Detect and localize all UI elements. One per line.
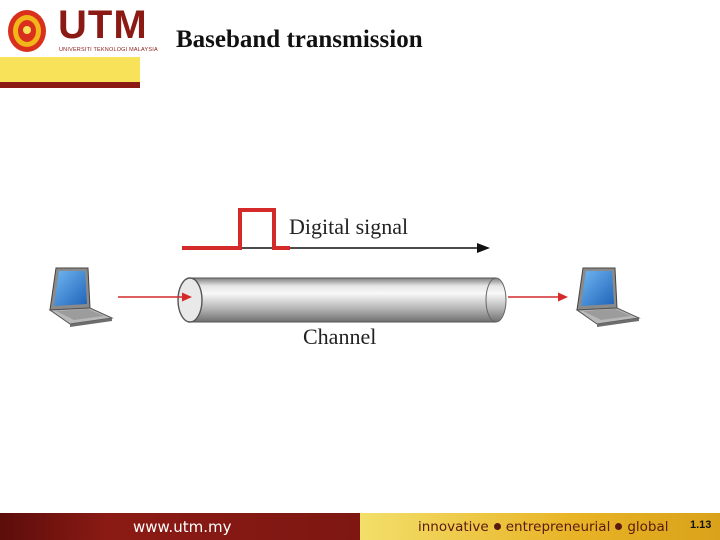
sender-laptop-icon <box>48 267 114 327</box>
footer-tagline: innovative entrepreneurial global <box>418 519 669 535</box>
utm-logo: UTM UNIVERSITI TEKNOLOGI MALAYSIA <box>4 4 158 56</box>
footer-left-band: www.utm.my <box>0 513 360 540</box>
digital-pulse <box>182 208 290 250</box>
tagline-dot <box>493 523 501 530</box>
utm-seal-icon <box>8 10 46 52</box>
input-arrow <box>118 292 192 302</box>
output-arrow <box>508 292 568 302</box>
tagline-entrepreneurial: entrepreneurial <box>505 519 611 535</box>
channel-cylinder <box>177 277 507 323</box>
tagline-global: global <box>627 519 669 535</box>
diagram-graphics <box>48 208 641 327</box>
slide-header: UTM UNIVERSITI TEKNOLOGI MALAYSIA Baseba… <box>0 0 720 90</box>
logo-subtitle: UNIVERSITI TEKNOLOGI MALAYSIA <box>59 47 158 53</box>
baseband-diagram: Digital signal Channel <box>0 190 720 360</box>
receiver-laptop-icon <box>575 267 641 327</box>
page-number: 1.13 <box>690 519 712 531</box>
tagline-innovative: innovative <box>418 519 489 535</box>
header-yellow-band <box>0 57 140 82</box>
tagline-dot <box>615 523 623 530</box>
header-red-line <box>0 82 140 88</box>
logo-text: UTM <box>58 3 148 47</box>
channel-label: Channel <box>303 324 377 349</box>
footer-url: www.utm.my <box>133 518 232 536</box>
footer-right-band <box>360 513 720 540</box>
slide-title: Baseband transmission <box>176 26 423 53</box>
digital-signal-label: Digital signal <box>289 214 409 239</box>
slide-footer: www.utm.my innovative entrepreneurial glob… <box>0 513 720 540</box>
